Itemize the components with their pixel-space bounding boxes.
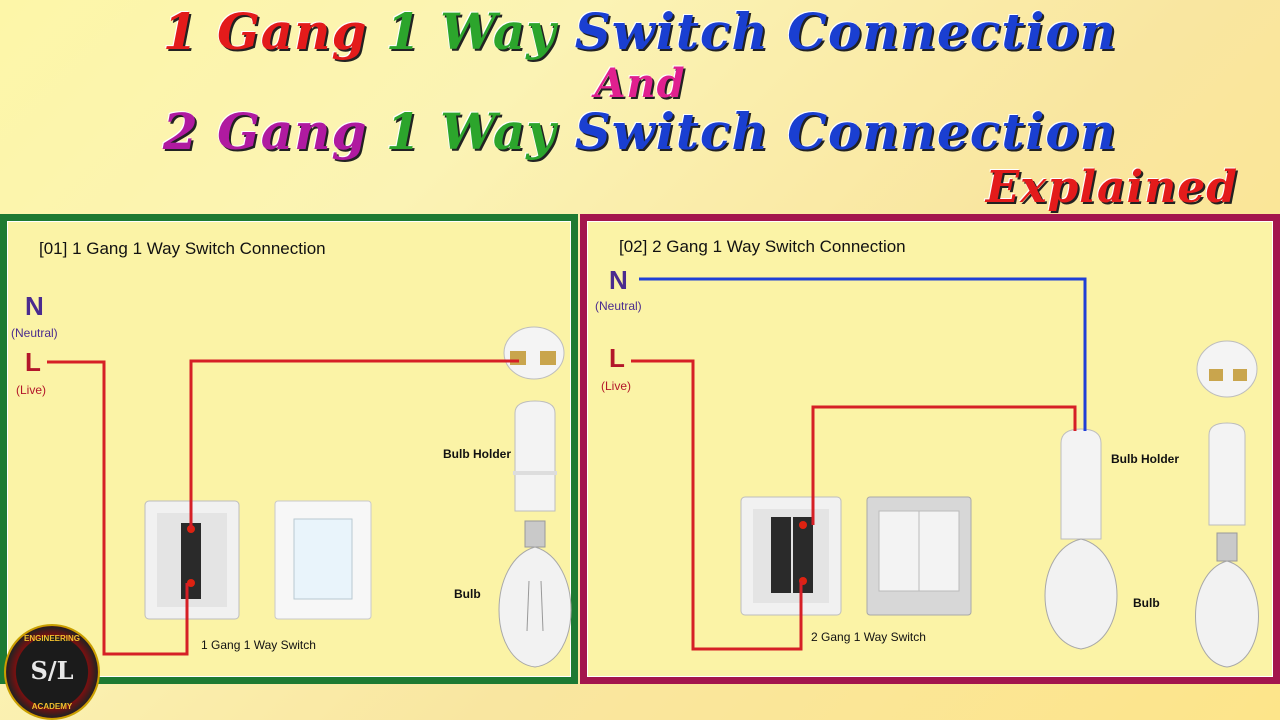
bulb-3 [1195,532,1259,668]
live-wire-in [47,360,189,656]
bulb-holder [513,400,557,512]
bulb-holder-label-2: Bulb Holder [1111,452,1179,466]
title-3-part-a: 2 Gang [162,102,386,161]
title-line-1: 1 Gang 1 Way Switch Connection [0,4,1280,60]
bulb-label: Bulb [454,587,481,601]
switch-label-2: 2 Gang 1 Way Switch [811,630,926,644]
academy-logo: ENGINEERING S/L ACADEMY [4,624,100,720]
title-explained: Explained [985,162,1238,213]
bulb-holder-label: Bulb Holder [443,447,511,461]
panel-1-diagram [47,326,572,668]
switch-backbox-2 [740,496,842,616]
neutral-label: N [25,291,44,321]
neutral-label-2: N [609,265,628,295]
logo-monogram: S/L [30,656,74,685]
live-wire-out-2 [811,405,1077,525]
live-sublabel-2: (Live) [601,379,632,393]
switch-backbox [144,500,240,620]
live-label-2: L [609,343,625,373]
panel-2-title: [02] 2 Gang 1 Way Switch Connection [619,237,906,256]
neutral-sublabel-2: (Neutral) [595,299,642,313]
live-wire-in-2 [631,359,803,651]
panel-1-title: [01] 1 Gang 1 Way Switch Connection [39,239,326,258]
panel-2-diagram [631,277,1259,668]
bulb-holder-3 [1208,422,1246,526]
logo-bottom-text: ACADEMY [31,702,73,711]
bulb [498,520,572,668]
title-3-part-c: Switch Connection [574,102,1118,161]
title-1-part-c: Switch Connection [574,2,1118,61]
neutral-wire [639,277,1087,431]
ceiling-rose [503,326,565,380]
switch-label: 1 Gang 1 Way Switch [201,638,316,652]
panel-1-gang: [01] 1 Gang 1 Way Switch Connection N (N… [0,214,578,684]
live-label: L [25,347,41,377]
live-sublabel: (Live) [16,383,47,397]
title-line-3: 2 Gang 1 Way Switch Connection [0,104,1280,160]
title-1-part-a: 1 Gang [162,2,386,61]
neutral-sublabel: (Neutral) [11,326,58,340]
bulb-2 [1044,538,1118,650]
bulb-label-2: Bulb [1133,596,1160,610]
logo-top-text: ENGINEERING [23,634,80,643]
switch-plate-2 [866,496,972,616]
title-and: And [594,60,686,107]
live-wire-out [189,359,519,529]
title-1-part-b: 1 Way [385,2,575,61]
panel-2-gang: [02] 2 Gang 1 Way Switch Connection N (N… [580,214,1280,684]
title-3-part-b: 1 Way [385,102,575,161]
ceiling-rose-2 [1196,340,1258,398]
bulb-holder-2 [1060,428,1102,540]
switch-plate [274,500,372,620]
